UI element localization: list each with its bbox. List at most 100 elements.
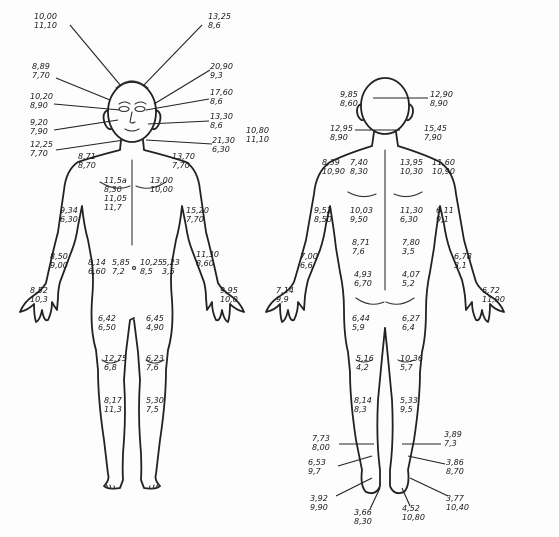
measurement-value-upper: 5,85 xyxy=(112,258,130,267)
measurement-value-lower: 11,10 xyxy=(246,135,269,144)
measurement-value-upper: 8,14 xyxy=(354,396,372,405)
measurement-value-upper: 21,30 xyxy=(212,136,235,145)
measurement-value-upper: 6,78 xyxy=(454,252,472,261)
measurement-value-lower: 4,90 xyxy=(146,323,164,332)
measurement-value-lower: 8,70 xyxy=(78,161,96,170)
measurement-value-lower: 6,30 xyxy=(60,215,78,224)
measurement-value-lower: 7,70 xyxy=(32,71,50,80)
measurement-value-upper: 8,52 xyxy=(30,286,48,295)
measurement-label-back-thigh-2: 6,276,4 xyxy=(402,314,420,332)
measurement-label-chest-right: 11,5a8,30 xyxy=(104,176,127,194)
measurement-label-back-hand-1: 7,149,9 xyxy=(276,286,294,304)
measurement-value-upper: 12,90 xyxy=(430,90,453,99)
measurement-value-upper: 13,95 xyxy=(400,158,423,167)
measurement-label-back-shoulder-3: 13,9510,30 xyxy=(400,158,423,176)
measurement-value-lower: 9,90 xyxy=(310,503,328,512)
measurement-value-lower: 8,90 xyxy=(330,133,353,142)
measurement-value-lower: 7,6 xyxy=(146,363,164,372)
measurement-value-lower: 8,6 xyxy=(210,97,233,106)
measurement-value-lower: 9,50 xyxy=(350,215,373,224)
measurement-label-sole-2: 3,668,30 xyxy=(354,508,372,526)
measurement-value-upper: 8,89 xyxy=(32,62,50,71)
measurement-value-upper: 11,30 xyxy=(196,250,219,259)
measurement-value-lower: 9,7 xyxy=(308,467,326,476)
measurement-label-sternum: 11,0511,7 xyxy=(104,194,127,212)
measurement-value-lower: 8,30 xyxy=(350,167,368,176)
measurement-value-upper: 13,25 xyxy=(208,12,231,21)
measurement-value-lower: 6,30 xyxy=(212,145,235,154)
measurement-label-back-shoulder-1: 8,3910,90 xyxy=(322,158,345,176)
measurement-value-upper: 11,05 xyxy=(104,194,127,203)
measurement-value-upper: 3,86 xyxy=(446,458,464,467)
measurement-value-lower: 8,6 xyxy=(210,121,233,130)
measurement-value-upper: 7,00 xyxy=(300,252,318,261)
measurement-value-lower: 9,1 xyxy=(436,215,454,224)
measurement-value-upper: 5,30 xyxy=(146,396,164,405)
measurement-value-upper: 13,70 xyxy=(172,152,195,161)
measurement-value-upper: 12,25 xyxy=(30,140,53,149)
measurement-value-upper: 7,73 xyxy=(312,434,330,443)
measurement-value-upper: 3,89 xyxy=(444,430,462,439)
measurement-label-knee-front-right: 12,756,8 xyxy=(104,354,127,372)
measurement-value-upper: 8,14 xyxy=(88,258,106,267)
measurement-value-lower: 11,90 xyxy=(482,295,505,304)
measurement-label-cheek-left: 9,207,90 xyxy=(30,118,48,136)
measurement-value-upper: 10,80 xyxy=(246,126,269,135)
measurement-value-upper: 9,52 xyxy=(314,206,332,215)
measurement-value-upper: 11,60 xyxy=(432,158,455,167)
measurement-label-abdomen-3: 10,258,5 xyxy=(140,258,163,276)
measurement-value-lower: 10,90 xyxy=(432,167,455,176)
measurement-value-lower: 10,3 xyxy=(30,295,48,304)
measurement-value-lower: 8,6 xyxy=(208,21,231,30)
measurement-value-lower: 6,4 xyxy=(402,323,420,332)
measurement-value-upper: 6,42 xyxy=(98,314,116,323)
measurement-value-upper: 6,27 xyxy=(402,314,420,323)
front-body-outline xyxy=(20,82,244,489)
measurement-value-upper: 12,75 xyxy=(104,354,127,363)
measurement-value-upper: 4,52 xyxy=(402,504,425,513)
measurement-value-lower: 10,40 xyxy=(446,503,469,512)
measurement-value-lower: 6,50 xyxy=(98,323,116,332)
measurement-value-lower: 8,50 xyxy=(314,215,332,224)
measurement-label-abdomen-2: 5,857,2 xyxy=(112,258,130,276)
measurement-value-lower: 11,3 xyxy=(104,405,122,414)
measurement-value-upper: 17,60 xyxy=(210,88,233,97)
measurement-value-lower: 7,90 xyxy=(424,133,447,142)
measurement-value-upper: 5,16 xyxy=(356,354,374,363)
measurement-value-upper: 11,30 xyxy=(400,206,423,215)
measurement-label-arm-front-right: 9,346,30 xyxy=(60,206,78,224)
measurement-value-upper: 8,71 xyxy=(352,238,370,247)
measurement-value-lower: 7,70 xyxy=(186,215,209,224)
measurement-label-knee-front-left: 6,237,6 xyxy=(146,354,164,372)
measurement-value-upper: 15,45 xyxy=(424,124,447,133)
measurement-value-upper: 11,5a xyxy=(104,176,127,185)
measurement-label-back-lower-1: 8,717,6 xyxy=(352,238,370,256)
measurement-value-upper: 8,50 xyxy=(50,252,68,261)
measurement-value-lower: 3,5 xyxy=(402,247,420,256)
measurement-value-upper: 4,07 xyxy=(402,270,420,279)
measurement-value-lower: 5,2 xyxy=(402,279,420,288)
measurement-label-back-knee-1: 5,164,2 xyxy=(356,354,374,372)
measurement-value-upper: 5,33 xyxy=(400,396,418,405)
measurement-value-lower: 7,3 xyxy=(444,439,462,448)
measurement-value-lower: 9,00 xyxy=(50,261,68,270)
